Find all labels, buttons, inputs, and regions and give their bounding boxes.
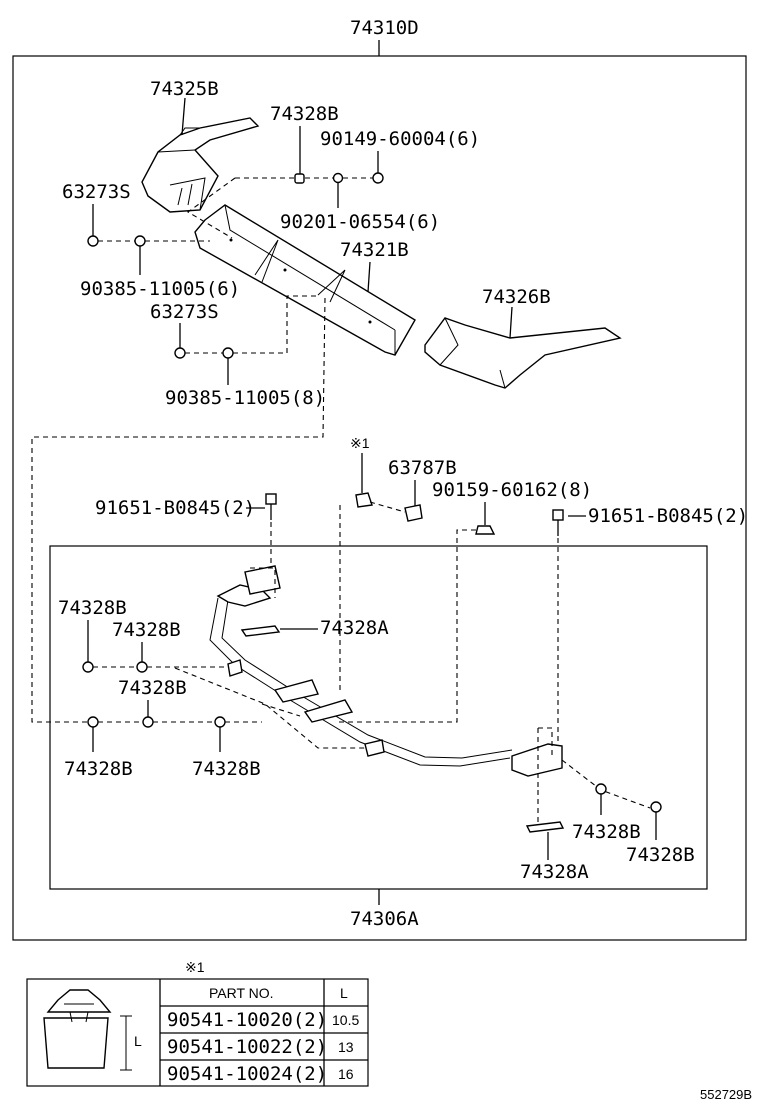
reference-code: 552729B xyxy=(700,1087,752,1102)
label-90385-b[interactable]: 90385-11005(8) xyxy=(165,387,325,409)
label-74328A-upper[interactable]: 74328A xyxy=(320,617,389,639)
label-63273S-a[interactable]: 63273S xyxy=(62,181,131,203)
label-63787B[interactable]: 63787B xyxy=(388,457,457,479)
label-90385-a[interactable]: 90385-11005(6) xyxy=(80,278,240,300)
label-91651-left[interactable]: 91651-B0845(2) xyxy=(95,497,255,519)
table-row-2-l: 13 xyxy=(338,1039,354,1055)
clip-illustration xyxy=(43,989,132,1071)
label-74328B-l2[interactable]: 74328B xyxy=(112,619,181,641)
table-dim-l: L xyxy=(134,1033,142,1049)
label-74328B-l5[interactable]: 74328B xyxy=(192,758,261,780)
label-74328B-r2[interactable]: 74328B xyxy=(626,844,695,866)
label-90201[interactable]: 90201-06554(6) xyxy=(280,211,440,233)
label-90159[interactable]: 90159-60162(8) xyxy=(432,479,592,501)
label-74321B[interactable]: 74321B xyxy=(340,239,409,261)
label-91651-right[interactable]: 91651-B0845(2) xyxy=(588,505,748,527)
table-row-3-l: 16 xyxy=(338,1066,354,1082)
label-74326B[interactable]: 74326B xyxy=(482,286,551,308)
label-bottom-assembly[interactable]: 74306A xyxy=(350,908,419,930)
label-74325B[interactable]: 74325B xyxy=(150,78,219,100)
label-74328B-l1[interactable]: 74328B xyxy=(58,597,127,619)
label-63273S-b[interactable]: 63273S xyxy=(150,301,219,323)
label-74328B-l4[interactable]: 74328B xyxy=(64,758,133,780)
right-side-trim-drawing xyxy=(424,317,622,389)
table-row-3-part[interactable]: 90541-10024(2) xyxy=(167,1063,327,1085)
table-header-part-no: PART NO. xyxy=(209,985,274,1001)
table-note-mark: ※1 xyxy=(185,959,205,975)
label-74328B-r1[interactable]: 74328B xyxy=(572,821,641,843)
label-74328B-l3[interactable]: 74328B xyxy=(118,677,187,699)
table-header-l: L xyxy=(340,985,348,1001)
label-74328A-lower[interactable]: 74328A xyxy=(520,861,589,883)
table-row-1-part[interactable]: 90541-10020(2) xyxy=(167,1009,327,1031)
label-top-assembly[interactable]: 74310D xyxy=(350,17,419,39)
label-74328B-top[interactable]: 74328B xyxy=(270,103,339,125)
center-cover-drawing xyxy=(194,204,416,356)
table-row-1-l: 10.5 xyxy=(332,1012,359,1028)
left-side-trim-drawing xyxy=(141,117,260,213)
label-90149[interactable]: 90149-60004(6) xyxy=(320,128,480,150)
reinforcement-bracket-drawing xyxy=(209,565,563,777)
table-row-2-part[interactable]: 90541-10022(2) xyxy=(167,1036,327,1058)
note-mark-1[interactable]: ※1 xyxy=(350,435,370,451)
